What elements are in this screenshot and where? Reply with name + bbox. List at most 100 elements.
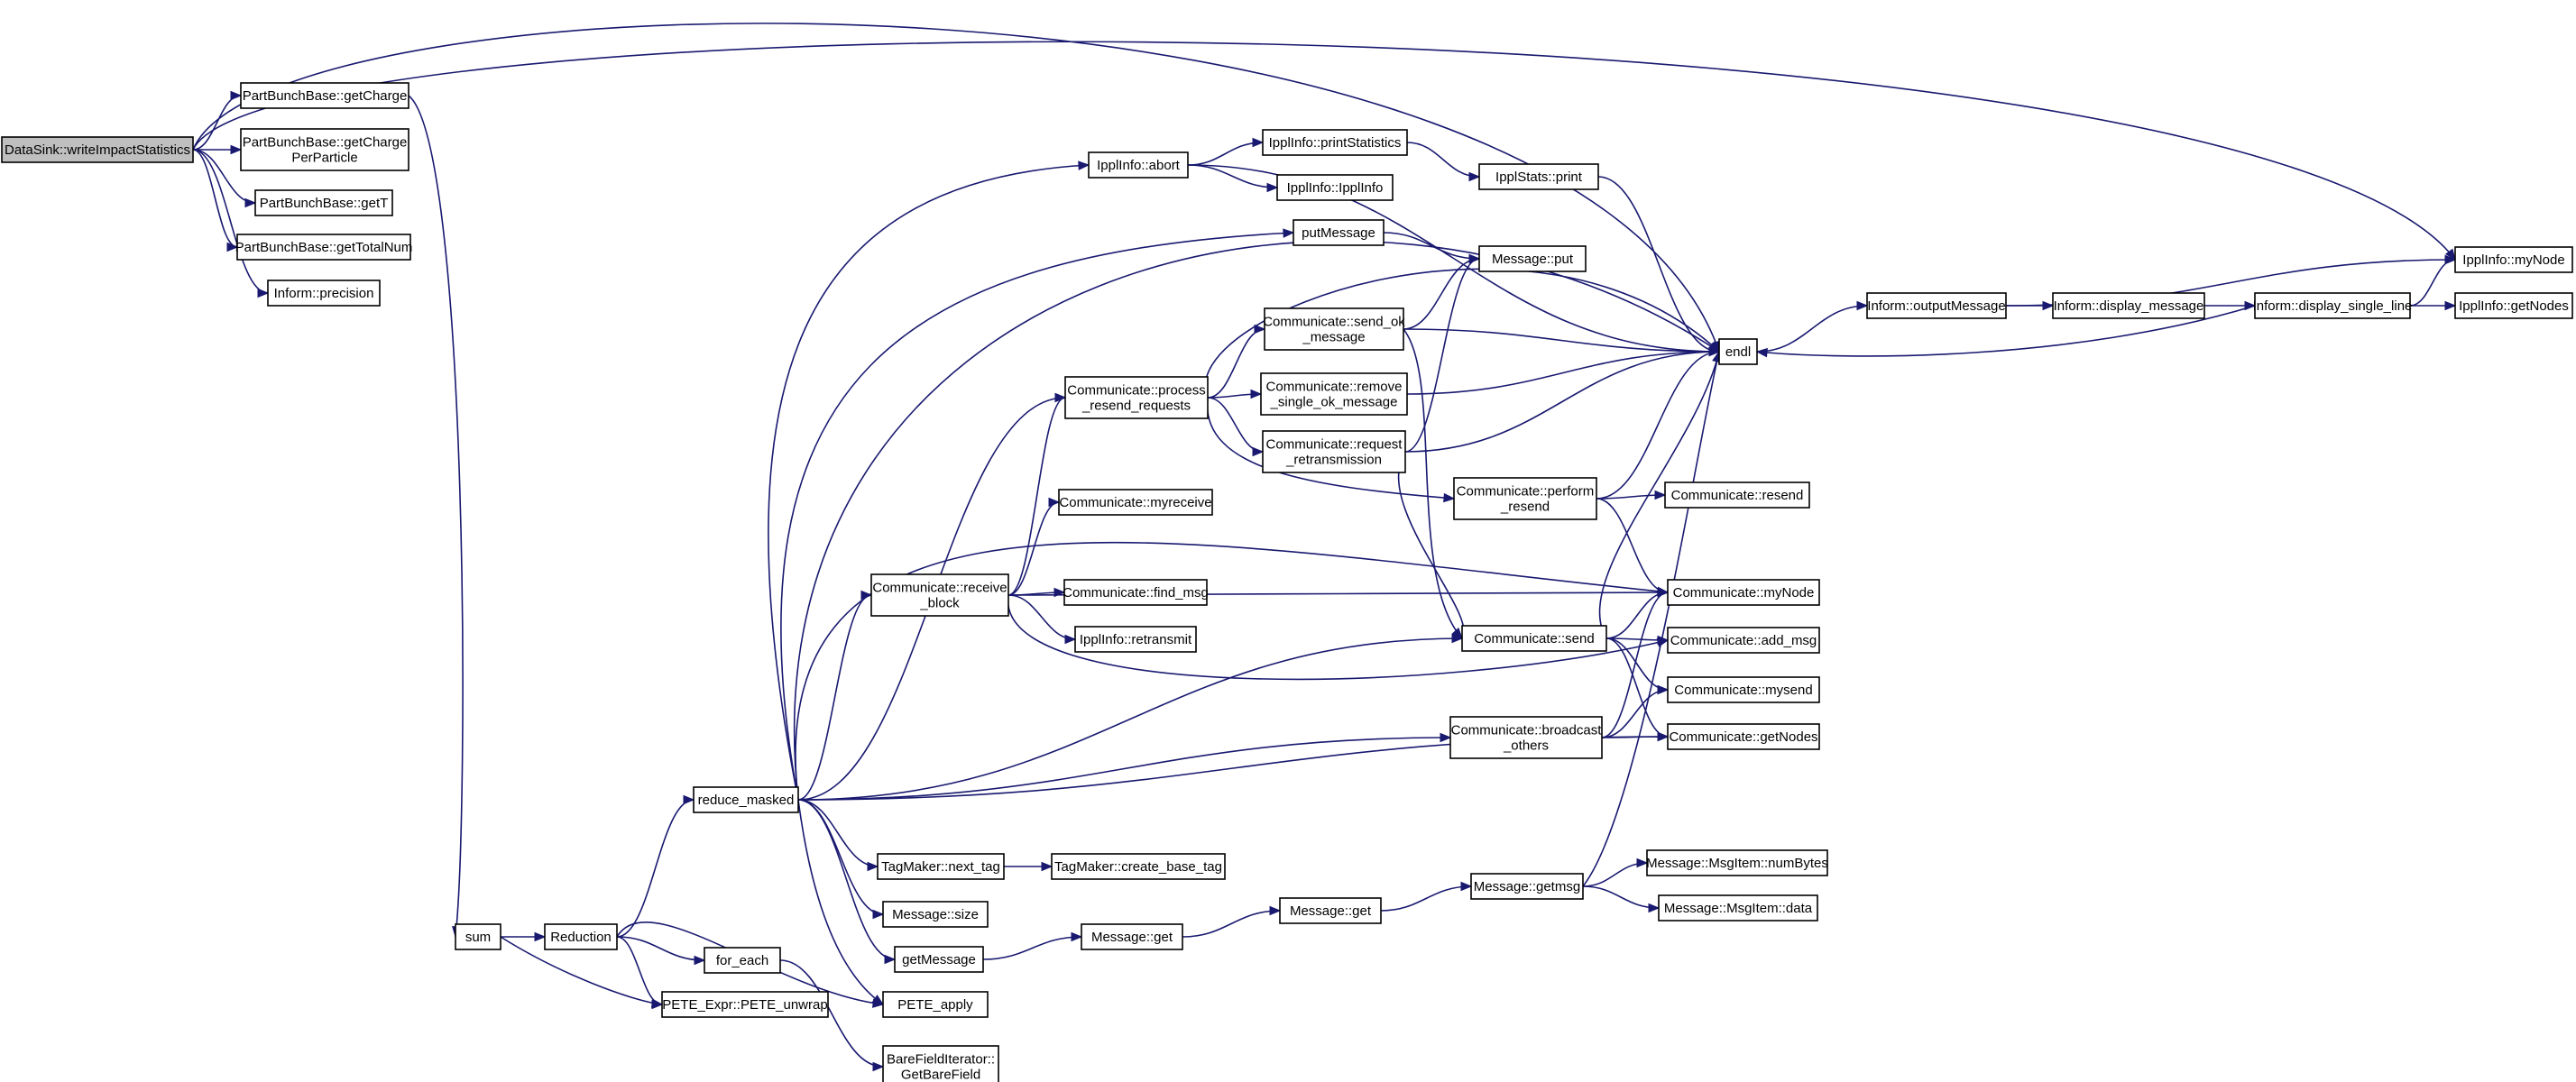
edge-reduce-masked-to-receive-block <box>797 594 872 801</box>
node-msg-size[interactable]: Message::size <box>882 901 989 928</box>
edge-comm-send-to-comm-myNode <box>1605 591 1669 639</box>
node-msgitem-data[interactable]: Message::MsgItem::data <box>1658 894 1818 922</box>
node-outputMessage[interactable]: Inform::outputMessage <box>1866 292 2007 319</box>
node-mysend[interactable]: Communicate::mysend <box>1667 676 1820 703</box>
edge-reduce-masked-to-next-tag <box>797 799 879 867</box>
node-pete-unwrap[interactable]: PETE_Expr::PETE_unwrap <box>661 991 829 1018</box>
arrowhead <box>244 197 257 208</box>
node-label: Communicate::myNode <box>1673 585 1815 601</box>
node-numBytes[interactable]: Message::MsgItem::numBytes <box>1646 849 1828 876</box>
node-label: PETE_apply <box>897 997 973 1013</box>
edge-reduce-masked-to-getMessage <box>797 799 896 960</box>
node-resend[interactable]: Communicate::resend <box>1664 481 1810 509</box>
edge-root-to-endl <box>192 23 1720 353</box>
edge-send-ok-to-endl <box>1403 328 1720 353</box>
node-create-base-tag[interactable]: TagMaker::create_base_tag <box>1051 853 1226 880</box>
node-getTotalNum[interactable]: PartBunchBase::getTotalNum <box>235 234 413 261</box>
node-sum[interactable]: sum <box>455 923 501 950</box>
arrowhead <box>694 955 706 966</box>
node-message-get2[interactable]: Message::get <box>1279 897 1382 924</box>
node-barefield[interactable]: BareFieldIterator::GetBareField <box>882 1045 999 1082</box>
node-box <box>1279 897 1382 924</box>
node-label: Inform::precision <box>274 286 374 301</box>
node-getCharge[interactable]: PartBunchBase::getCharge <box>240 82 409 109</box>
node-box <box>1470 873 1584 900</box>
node-comm-myNode[interactable]: Communicate::myNode <box>1667 579 1820 606</box>
node-label: Communicate::request <box>1266 437 1403 453</box>
node-box <box>882 901 989 928</box>
node-label: Inform::display_message <box>2054 298 2204 314</box>
edge-reduction-to-pete-apply <box>616 922 884 1005</box>
arrowhead <box>1252 137 1265 148</box>
node-comm-send[interactable]: Communicate::send <box>1461 625 1607 652</box>
node-box <box>240 128 409 171</box>
node-label: getMessage <box>902 952 976 967</box>
edge-request-retrans-to-msg-put <box>1404 258 1480 453</box>
node-for-each[interactable]: for_each <box>704 947 781 974</box>
node-add-msg[interactable]: Communicate::add_msg <box>1667 627 1820 654</box>
node-comm-getNodes[interactable]: Communicate::getNodes <box>1667 723 1820 750</box>
node-ippl-getNodes[interactable]: IpplInfo::getNodes <box>2454 292 2573 319</box>
node-box <box>661 991 829 1018</box>
node-box <box>240 82 409 109</box>
node-find-msg[interactable]: Communicate::find_msg <box>1063 579 1209 606</box>
node-process-resend[interactable]: Communicate::process_resend_requests <box>1064 376 1209 419</box>
node-reduce-masked[interactable]: reduce_masked <box>693 786 799 813</box>
edge-reduce-masked-to-putMessage <box>780 232 1294 801</box>
node-getMessage[interactable]: getMessage <box>894 946 984 973</box>
node-send-ok[interactable]: Communicate::send_ok_message <box>1263 307 1405 351</box>
node-request-retrans[interactable]: Communicate::request_retransmission <box>1262 430 1406 473</box>
edge-process-resend-to-request-retrans <box>1207 397 1264 453</box>
edge-getCharge-to-sum <box>408 95 464 938</box>
node-box <box>1264 307 1404 351</box>
node-message-get[interactable]: Message::get <box>1081 923 1183 950</box>
node-receive-block[interactable]: Communicate::receive_block <box>870 573 1009 617</box>
node-root[interactable]: DataSink::writeImpactStatistics <box>1 136 194 163</box>
node-getT[interactable]: PartBunchBase::getT <box>254 189 393 216</box>
arrowhead <box>651 999 664 1010</box>
node-label: Inform::outputMessage <box>1867 298 2005 314</box>
edge-getMessage-to-message-get <box>982 936 1082 960</box>
node-label: TagMaker::next_tag <box>881 859 1000 875</box>
node-box <box>236 234 411 261</box>
node-label: IpplInfo::myNode <box>2462 252 2564 268</box>
node-pete-apply[interactable]: PETE_apply <box>882 991 989 1018</box>
node-broadcast-others[interactable]: Communicate::broadcast_others <box>1449 716 1603 759</box>
edge-request-retrans-to-endl <box>1404 351 1720 453</box>
arrowhead <box>871 995 885 1005</box>
node-myreceive[interactable]: Communicate::myreceive <box>1058 489 1213 516</box>
node-remove-ok[interactable]: Communicate::remove_single_ok_message <box>1260 372 1408 416</box>
node-ipplinfo-ctor[interactable]: IpplInfo::IpplInfo <box>1276 174 1394 201</box>
arrowhead <box>1078 160 1090 170</box>
node-stats-print[interactable]: IpplStats::print <box>1478 163 1599 190</box>
node-next-tag[interactable]: TagMaker::next_tag <box>877 853 1005 880</box>
node-getmsg[interactable]: Message::getmsg <box>1470 873 1584 900</box>
node-putMessage[interactable]: putMessage <box>1293 219 1385 246</box>
edge-reduce-masked-to-ippl-abort <box>768 164 1090 801</box>
node-label: endl <box>1725 344 1751 360</box>
arrowhead <box>1252 446 1265 457</box>
edge-send-ok-to-comm-send <box>1403 328 1463 639</box>
edge-reduction-to-reduce-masked <box>616 799 695 938</box>
node-label: Communicate::myreceive <box>1059 495 1211 510</box>
arrowhead <box>226 242 239 252</box>
node-box <box>1461 625 1607 652</box>
node-ippl-abort[interactable]: IpplInfo::abort <box>1088 151 1189 179</box>
node-box <box>693 786 799 813</box>
node-display-single-line[interactable]: Inform::display_single_line <box>2253 292 2413 319</box>
node-precision[interactable]: Inform::precision <box>267 280 381 307</box>
node-printStatistics[interactable]: IpplInfo::printStatistics <box>1262 129 1408 156</box>
node-label: _message <box>1302 330 1365 345</box>
arrowhead <box>1856 300 1869 311</box>
node-retransmit[interactable]: IpplInfo::retransmit <box>1074 626 1197 653</box>
node-reduction[interactable]: Reduction <box>544 923 618 950</box>
node-ippl-myNode[interactable]: IpplInfo::myNode <box>2454 246 2573 273</box>
node-msg-put[interactable]: Message::put <box>1478 245 1587 272</box>
node-label: PartBunchBase::getCharge <box>243 135 408 151</box>
node-endl[interactable]: endl <box>1718 338 1758 365</box>
node-display-message[interactable]: Inform::display_message <box>2052 292 2205 319</box>
node-perform-resend[interactable]: Communicate::perform_resend <box>1453 477 1597 520</box>
arrowhead <box>1269 905 1282 916</box>
node-box <box>877 853 1005 880</box>
